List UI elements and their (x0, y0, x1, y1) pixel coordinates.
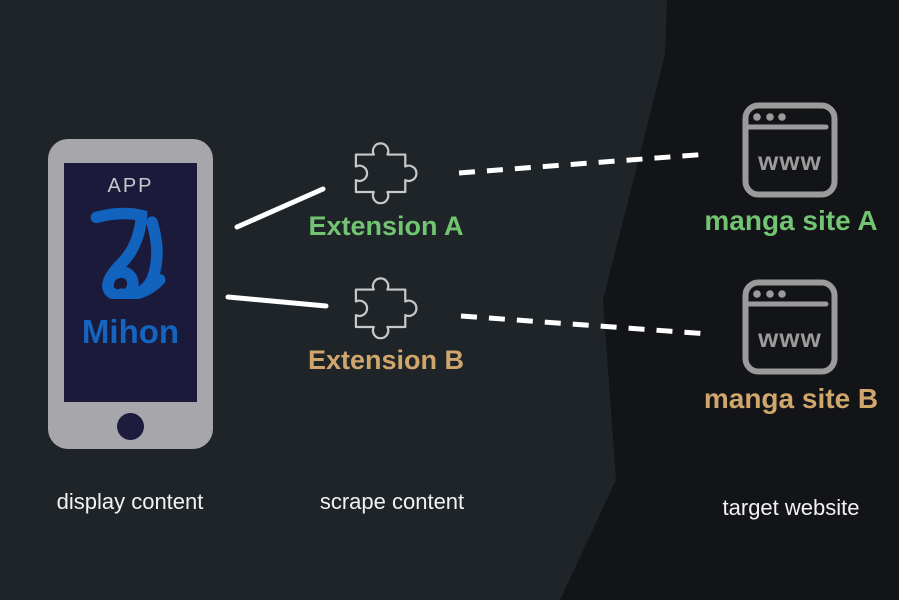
browser-window-icon: www (742, 102, 838, 198)
app-name-label: Mihon (81, 313, 180, 350)
phone-home-button[interactable] (117, 413, 144, 440)
extension-b-label: Extension B (307, 345, 465, 375)
puzzle-piece-icon (354, 277, 418, 340)
browser-dot-icon (753, 290, 761, 298)
manga-site-a-label: manga site A (704, 205, 878, 236)
caption-display-content: display content (56, 489, 204, 514)
browser-dot-icon (753, 113, 761, 121)
caption-scrape-content: scrape content (319, 489, 465, 514)
browser-window-icon: www (742, 279, 838, 375)
puzzle-piece-icon (354, 142, 418, 205)
caption-target-website: target website (722, 495, 860, 520)
manga-site-b-label: manga site B (703, 383, 879, 414)
www-label: www (757, 146, 822, 176)
phone-screen: APP Mihon (64, 163, 197, 402)
browser-dot-icon (778, 290, 786, 298)
phone: APP Mihon (48, 139, 213, 449)
browser-dot-icon (766, 290, 774, 298)
browser-dot-icon (766, 113, 774, 121)
mihon-logo-glyph (90, 207, 166, 299)
app-header-label: APP (107, 175, 154, 197)
www-label: www (757, 323, 822, 353)
browser-dot-icon (778, 113, 786, 121)
extension-a-label: Extension A (308, 211, 464, 241)
